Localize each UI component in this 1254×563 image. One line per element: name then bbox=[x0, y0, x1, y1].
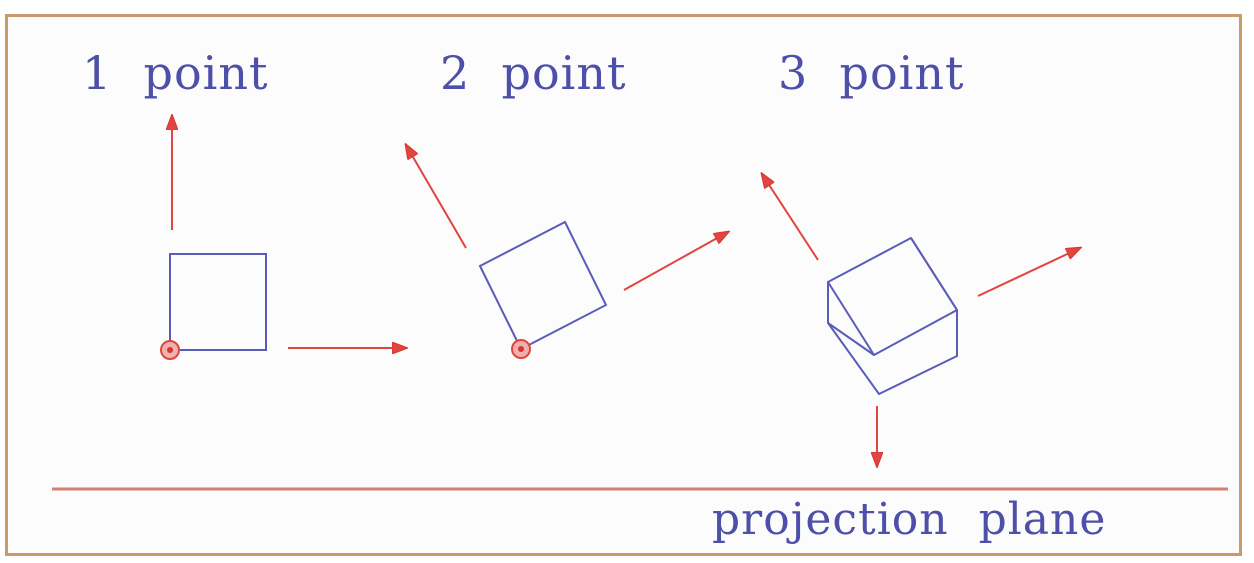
two-point-square bbox=[478, 220, 608, 351]
two-point-left-arrow bbox=[406, 145, 467, 249]
three-point-cube bbox=[827, 237, 958, 395]
two-point-right-arrow bbox=[623, 232, 728, 291]
three-point-right-arrow bbox=[977, 248, 1080, 297]
three-point-label: 3 point bbox=[778, 46, 965, 100]
projection-plane-label: projection plane bbox=[712, 494, 1107, 545]
three-point-figure bbox=[762, 174, 1080, 466]
one-point-label: 1 point bbox=[82, 46, 269, 100]
three-point-left-arrow bbox=[762, 174, 819, 261]
one-point-figure bbox=[160, 116, 406, 360]
two-point-figure bbox=[406, 145, 728, 359]
one-point-square bbox=[169, 253, 267, 351]
diagram-frame bbox=[5, 14, 1242, 556]
two-point-label: 2 point bbox=[440, 46, 627, 100]
